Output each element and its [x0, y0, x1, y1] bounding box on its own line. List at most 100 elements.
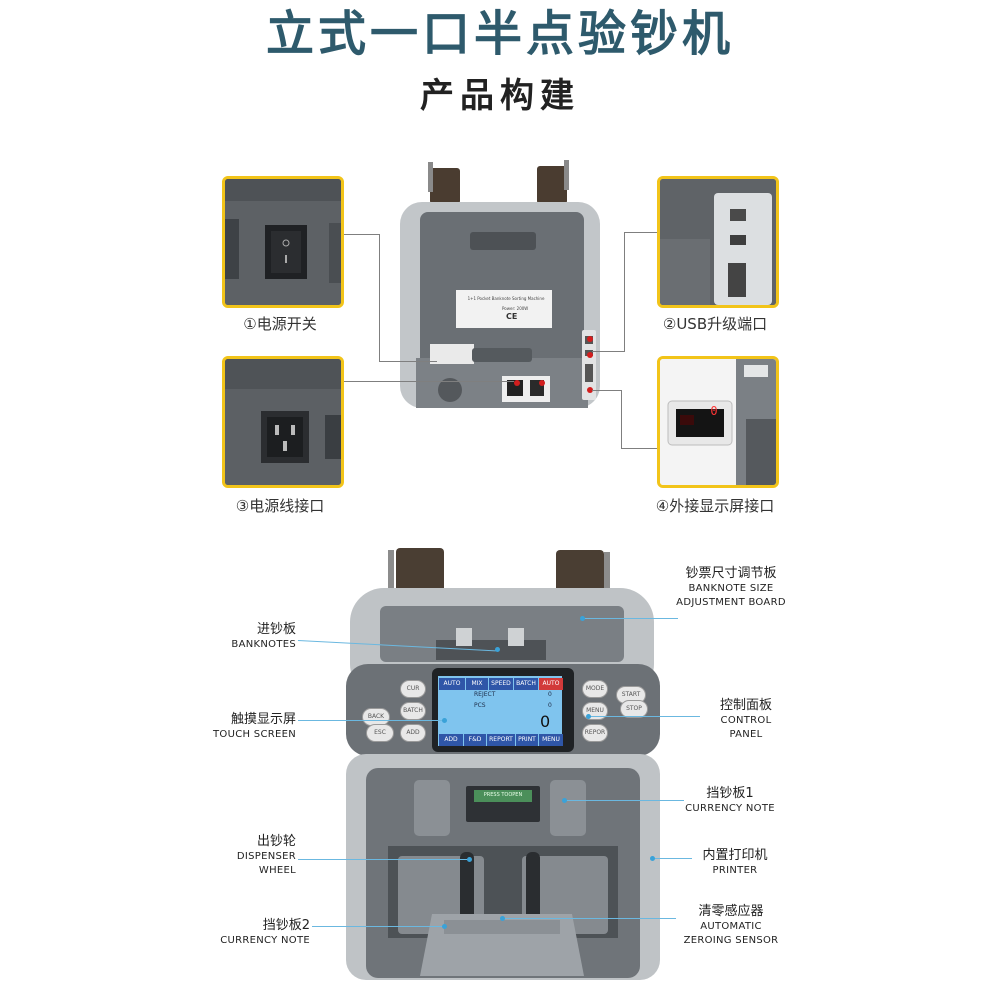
- lcd-main-count: 0: [540, 712, 551, 731]
- callout-dot-banknotes: [495, 647, 500, 652]
- lcd-reject-label: REJECT: [474, 691, 496, 698]
- lcd-btn-menu[interactable]: MENU: [539, 734, 563, 746]
- detail-photo-power-socket: [222, 356, 344, 488]
- callout-line-size-board: [584, 618, 678, 619]
- feeder-tag: PRESS TOOPEN: [483, 792, 523, 798]
- lcd-btn-report[interactable]: REPORT: [487, 734, 515, 746]
- leader-line-2a: [624, 232, 657, 233]
- callout-size-board: 钞票尺寸调节板 BANKNOTE SIZE ADJUSTMENT BOARD: [664, 566, 798, 610]
- callout-zeroing-sensor-en2: ZEROING SENSOR: [683, 935, 779, 946]
- marker-power-socket: [539, 380, 545, 386]
- lcd-tab-auto-active[interactable]: AUTO: [539, 678, 563, 690]
- callout-printer-cn: 内置打印机: [702, 848, 768, 863]
- lcd-tab-speed[interactable]: SPEED: [489, 678, 513, 690]
- callout-banknotes-en: BANKNOTES: [231, 639, 296, 650]
- marker-usb-port-2: [587, 352, 593, 358]
- callout-touch-screen: 触摸显示屏 TOUCH SCREEN: [196, 712, 296, 742]
- front-view-illustration: [346, 548, 660, 980]
- page-subtitle: 产品构建: [420, 76, 580, 116]
- callout-line-touch-screen: [298, 720, 444, 721]
- ce-mark: CE: [506, 312, 518, 321]
- key-batch[interactable]: BATCH: [400, 702, 426, 720]
- leader-line-1c: [379, 361, 437, 362]
- callout-dispenser-wheel-en1: DISPENSER: [236, 851, 296, 862]
- callout-banknotes-cn: 进钞板: [256, 622, 296, 637]
- callout-size-board-cn: 钞票尺寸调节板: [685, 566, 777, 581]
- callout-control-panel-en2: PANEL: [729, 729, 763, 740]
- callout-printer-en: PRINTER: [712, 865, 758, 876]
- callout-control-panel: 控制面板 CONTROL PANEL: [696, 698, 796, 742]
- callout-line-currency-note-2: [312, 926, 444, 927]
- leader-line-2c: [592, 351, 625, 352]
- detail-photo-display-port: [657, 356, 779, 488]
- caption-usb-port: ②USB升级端口: [662, 315, 768, 333]
- callout-zeroing-sensor-en1: AUTOMATIC: [700, 921, 762, 932]
- callout-size-board-en2: ADJUSTMENT BOARD: [676, 597, 786, 608]
- lcd-tab-auto[interactable]: AUTO: [439, 678, 465, 690]
- rear-view-illustration: [400, 160, 600, 408]
- callout-control-panel-en1: CONTROL: [720, 715, 772, 726]
- leader-line-4c: [621, 448, 657, 449]
- callout-line-dispenser-wheel: [298, 859, 468, 860]
- callout-line-zeroing-sensor: [504, 918, 676, 919]
- leader-line-1b: [379, 234, 380, 362]
- callout-line-printer: [654, 858, 692, 859]
- callout-dot-control-panel: [586, 714, 591, 719]
- leader-line-2b: [624, 232, 625, 352]
- callout-dot-size-board: [580, 616, 585, 621]
- key-stop[interactable]: STOP: [620, 700, 648, 718]
- callout-currency-note-2-cn: 挡钞板2: [262, 918, 310, 933]
- lcd-pcs-label: PCS: [474, 702, 486, 709]
- callout-currency-note-2: 挡钞板2 CURRENCY NOTE: [196, 918, 310, 948]
- lcd-tab-batch[interactable]: BATCH: [514, 678, 538, 690]
- callout-dispenser-wheel-en2: WHEEL: [258, 865, 296, 876]
- marker-power-switch: [514, 380, 520, 386]
- callout-dispenser-wheel: 出钞轮 DISPENSER WHEEL: [196, 834, 296, 878]
- callout-dot-dispenser-wheel: [467, 857, 472, 862]
- caption-display-port: ④外接显示屏接口: [655, 497, 775, 515]
- callout-dot-zeroing-sensor: [500, 916, 505, 921]
- callout-zeroing-sensor: 清零感应器 AUTOMATIC ZEROING SENSOR: [672, 904, 790, 948]
- leader-line-1a: [344, 234, 380, 235]
- leader-line-4a: [592, 390, 622, 391]
- key-mode[interactable]: MODE: [582, 680, 608, 698]
- leader-line-3: [344, 381, 514, 382]
- page-title: 立式一口半点验钞机: [265, 6, 734, 62]
- callout-dot-printer: [650, 856, 655, 861]
- caption-power-socket: ③电源线接口: [235, 497, 325, 515]
- callout-control-panel-cn: 控制面板: [719, 698, 772, 713]
- lcd-tab-mix[interactable]: MIX: [466, 678, 488, 690]
- key-cur[interactable]: CUR: [400, 680, 426, 698]
- callout-dot-currency-note-2: [442, 924, 447, 929]
- callout-dot-touch-screen: [442, 718, 447, 723]
- key-add[interactable]: ADD: [400, 724, 426, 742]
- callout-line-currency-note-1: [566, 800, 684, 801]
- callout-dispenser-wheel-cn: 出钞轮: [256, 834, 296, 849]
- callout-zeroing-sensor-cn: 清零感应器: [698, 904, 764, 919]
- callout-touch-screen-cn: 触摸显示屏: [230, 712, 296, 727]
- callout-size-board-en1: BANKNOTE SIZE: [688, 583, 774, 594]
- callout-currency-note-2-en: CURRENCY NOTE: [220, 935, 310, 946]
- callout-currency-note-1-cn: 挡钞板1: [706, 786, 754, 801]
- rear-label-title: 1+1 Pocket Banknote Sorting Machine: [467, 296, 545, 301]
- key-report[interactable]: REPOR: [582, 724, 608, 742]
- marker-display-port: [587, 387, 593, 393]
- callout-touch-screen-en: TOUCH SCREEN: [213, 729, 296, 740]
- caption-power-switch: ①电源开关: [243, 315, 317, 333]
- callout-currency-note-1-en: CURRENCY NOTE: [685, 803, 775, 814]
- lcd-reject-value: 0: [548, 691, 552, 698]
- lcd-btn-fd[interactable]: F&D: [464, 734, 486, 746]
- lcd-pcs-value: 0: [548, 702, 552, 709]
- callout-currency-note-1: 挡钞板1 CURRENCY NOTE: [680, 786, 780, 816]
- lcd-btn-print[interactable]: PRINT: [516, 734, 538, 746]
- marker-usb-port: [587, 336, 593, 342]
- key-esc[interactable]: ESC: [366, 724, 394, 742]
- lcd-btn-add[interactable]: ADD: [439, 734, 463, 746]
- callout-banknotes: 进钞板 BANKNOTES: [206, 622, 296, 652]
- detail-photo-usb-port: [657, 176, 779, 308]
- callout-printer: 内置打印机 PRINTER: [690, 848, 780, 878]
- leader-line-4b: [621, 390, 622, 448]
- rear-label-power: Power: 200W: [502, 306, 529, 311]
- external-display-reading: 0: [710, 404, 718, 418]
- callout-line-control-panel: [590, 716, 700, 717]
